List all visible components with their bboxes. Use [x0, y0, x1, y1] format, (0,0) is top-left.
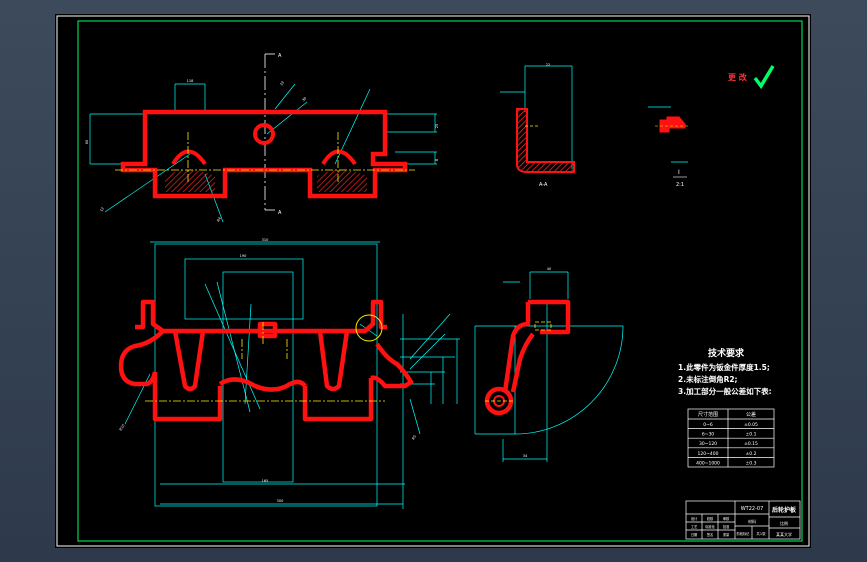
detail-i-view: [648, 106, 689, 163]
dimension-label: 12: [99, 207, 105, 213]
title-block-cell: 批准: [723, 524, 730, 529]
outer-border: [56, 15, 810, 547]
tech-requirement-2: 2.未标注倒角R2;: [678, 374, 738, 384]
material-cell: 材料: [748, 518, 756, 524]
scale-cell: 比例: [780, 520, 788, 526]
dimension-label: 310: [262, 238, 269, 242]
tolerance-range-cell: 30~120: [699, 441, 717, 447]
title-block-cell: 签名: [707, 532, 713, 537]
tolerance-range-cell: 120~400: [698, 451, 719, 457]
tolerance-range-cell: 400~1000: [696, 460, 720, 466]
title-block-cell: 标准化: [705, 524, 715, 529]
cad-drawing: 技术要求 1.此零件为钣金件厚度1.5; 2.未标注倒角R2; 3.加工部分一般…: [56, 15, 810, 547]
title-block-cell: 审核: [723, 516, 730, 521]
dimension-label: 60: [85, 140, 89, 144]
detail-scale-numerator: I: [678, 169, 680, 176]
dimension-label: 25: [435, 124, 439, 128]
title-block-cell: 设计: [691, 516, 698, 521]
tolerance-range-cell: 6~30: [702, 432, 714, 438]
tolerance-value-cell: ±0.2: [746, 451, 757, 457]
dimension-label: 8: [435, 159, 439, 161]
tolerance-header-value: 公差: [746, 411, 756, 418]
dimension-label: 118: [187, 79, 194, 83]
tolerance-value-cell: ±0.1: [746, 432, 757, 438]
dimension-label: R10: [119, 424, 126, 432]
drawing-number: WT22-07: [741, 506, 764, 512]
dimension-label: 40: [547, 267, 551, 271]
tech-requirement-3: 3.加工部分一般公差如下表:: [678, 386, 772, 396]
revision-stamp: [753, 65, 775, 90]
title-block-cell: 重量: [723, 532, 730, 537]
company-name: 某某大学: [776, 531, 792, 537]
tech-requirement-1: 1.此零件为钣金件厚度1.5;: [678, 362, 770, 372]
dimension-label: R5: [411, 434, 417, 440]
dimension-label: R4: [216, 216, 222, 223]
dimension-label: 22: [546, 63, 550, 67]
top-view: [89, 53, 437, 223]
tolerance-table: 尺寸范围 公差 0~6 ±0.05 6~30 ±0.1 30~120 ±0.15 120~400…: [687, 408, 775, 468]
dimension-label: 33: [279, 81, 285, 87]
tech-requirements-title: 技术要求: [708, 347, 745, 359]
section-aa-view: [500, 65, 575, 173]
title-block-cell: 日期: [691, 532, 697, 537]
tolerance-range-cell: 0~6: [703, 422, 713, 428]
title-block-cell: 工艺: [691, 524, 697, 529]
revision-stamp-text: 更 改: [728, 72, 748, 82]
title-block-cell: 阶段标记: [737, 531, 751, 536]
part-name: 后轮护板: [772, 506, 797, 514]
dimension-label: 190: [240, 254, 247, 258]
tolerance-header-range: 尺寸范围: [698, 411, 718, 418]
dimension-label: 30: [301, 96, 307, 102]
tolerance-value-cell: ±0.05: [744, 422, 758, 428]
front-view: [118, 241, 460, 509]
tolerance-value-cell: ±0.15: [744, 441, 758, 447]
cut-label-bottom: A: [278, 210, 282, 216]
dimension-label: 300: [277, 499, 284, 503]
tolerance-value-cell: ±0.3: [746, 460, 757, 466]
tech-requirements: 技术要求 1.此零件为钣金件厚度1.5; 2.未标注倒角R2; 3.加工部分一般…: [678, 347, 772, 396]
dimension-label: 34: [523, 454, 528, 458]
section-label: A-A: [539, 182, 548, 188]
detail-scale-denominator: 2:1: [676, 182, 684, 188]
sheet-cell: 共1张: [756, 531, 766, 536]
title-block-cell: 校核: [707, 516, 714, 521]
drawing-sheet: 技术要求 1.此零件为钣金件厚度1.5; 2.未标注倒角R2; 3.加工部分一般…: [55, 14, 811, 548]
inner-border: [77, 20, 803, 542]
cut-label-top: A: [278, 53, 282, 59]
side-view: [474, 271, 624, 462]
dimension-label: 165: [262, 479, 269, 483]
